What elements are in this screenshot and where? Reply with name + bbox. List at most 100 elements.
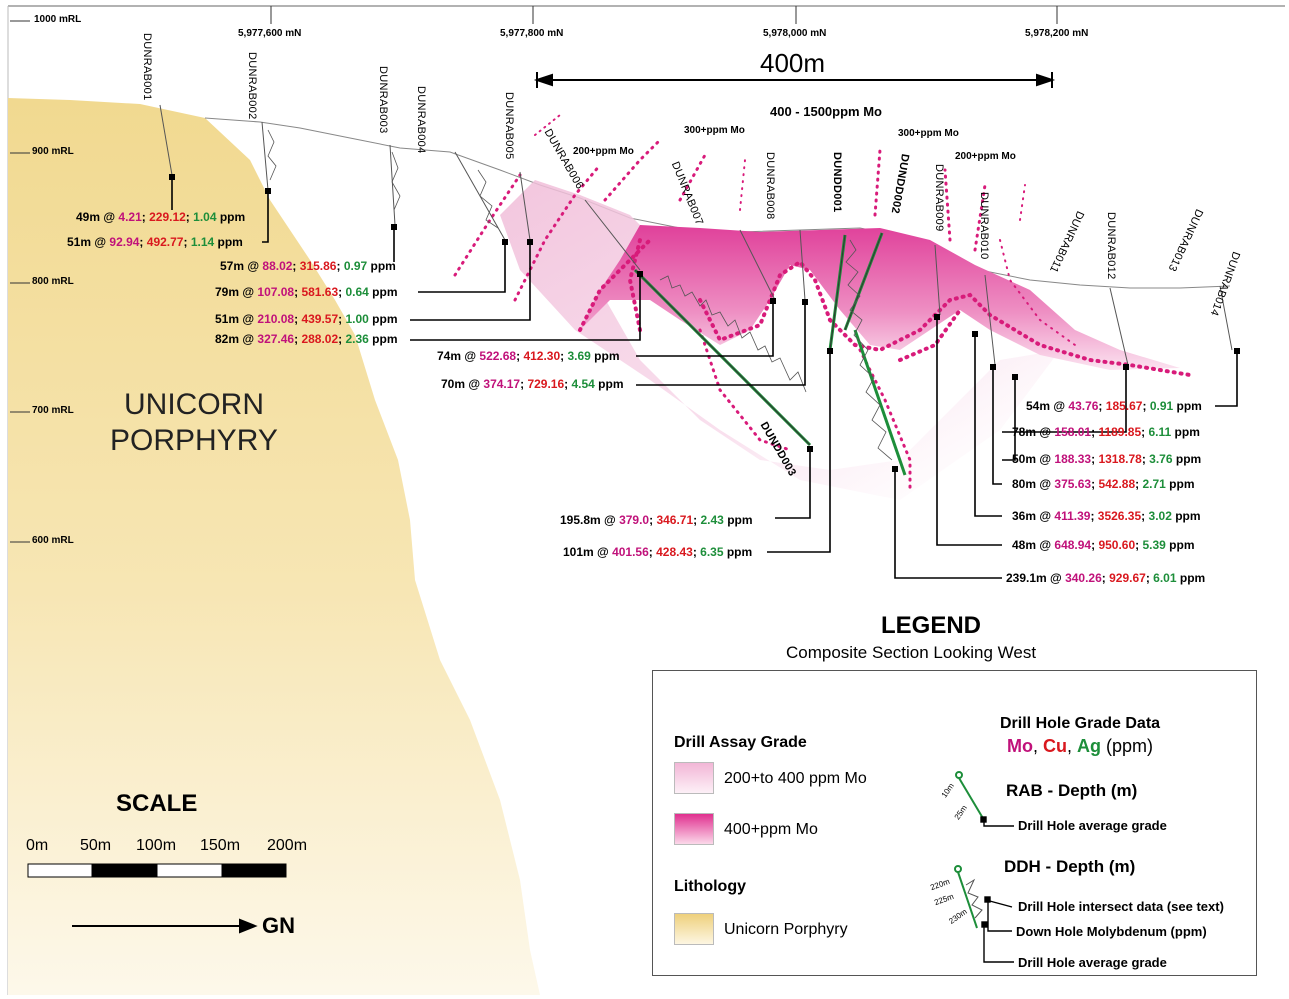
assay-unit: ppm <box>590 349 620 363</box>
assay-unit: ppm <box>594 377 624 391</box>
assay-cu: 412.30 <box>523 349 561 363</box>
assay-cu: 315.86 <box>299 259 337 273</box>
downhole-traces <box>267 129 893 461</box>
legend-box <box>652 670 1257 976</box>
assay-unit: ppm <box>1165 477 1195 491</box>
threshold-label: 200+ppm Mo <box>573 146 634 157</box>
assay-mo: 648.94 <box>1054 538 1092 552</box>
assay-length: 195.8m @ <box>560 513 620 527</box>
assay-mo: 4.21 <box>118 210 142 224</box>
drill-hole-label: DUNRAB009 <box>933 164 945 232</box>
assay-mo: 327.46 <box>257 332 295 346</box>
assay-callout: 74m @ 522.68; 412.30; 3.69 ppm <box>437 349 620 363</box>
assay-mo: 43.76 <box>1068 399 1099 413</box>
northing-label: 5,977,600 mN <box>238 28 302 39</box>
northing-label: 5,977,800 mN <box>500 28 564 39</box>
dd-holes <box>633 232 907 476</box>
drill-hole-label: DUNRAB003 <box>377 66 389 134</box>
scale-bar <box>27 863 287 878</box>
assay-length: 49m @ <box>76 210 119 224</box>
leader-lines <box>171 178 1238 579</box>
assay-ag: 0.64 <box>345 285 369 299</box>
assay-length: 80m @ <box>1012 477 1055 491</box>
legend-subtitle: Composite Section Looking West <box>786 643 1037 662</box>
drill-hole-label: DUNRAB008 <box>764 152 776 220</box>
scale-tick: 200m <box>267 837 308 854</box>
northing-ticks <box>270 6 1058 24</box>
legend-rab-leader <box>980 816 1014 827</box>
assay-unit: ppm <box>723 513 753 527</box>
legend-ddh-avg: Drill Hole average grade <box>1018 955 1167 970</box>
assay-mo: 107.08 <box>257 285 295 299</box>
assay-ag: 6.01 <box>1153 571 1177 585</box>
assay-unit: ppm <box>1165 538 1195 552</box>
leader-ends <box>169 174 1240 472</box>
assay-mo: 210.08 <box>257 312 295 326</box>
assay-cu: 929.67 <box>1109 571 1146 585</box>
legend-grade-ag: Ag <box>1077 736 1102 756</box>
assay-ag: 2.71 <box>1142 477 1166 491</box>
scale-tick: 50m <box>80 837 112 854</box>
assay-mo: 522.68 <box>479 349 517 363</box>
assay-mo: 188.33 <box>1054 452 1092 466</box>
north-arrow <box>72 918 258 934</box>
assay-cu: 428.43 <box>656 545 693 559</box>
range-label: 400 - 1500ppm Mo <box>770 104 882 119</box>
assay-mo: 158.01 <box>1054 425 1092 439</box>
rock-name-line1: UNICORN <box>124 388 264 421</box>
assay-length: 50m @ <box>1012 452 1055 466</box>
legend-rab-icon <box>955 771 985 821</box>
assay-cu: 346.71 <box>656 513 694 527</box>
drill-hole-traces <box>159 104 1233 366</box>
north-label: GN <box>262 913 295 938</box>
assay-mo: 411.39 <box>1054 509 1091 523</box>
threshold-label: 200+ppm Mo <box>955 151 1016 162</box>
assay-unit: ppm <box>216 210 246 224</box>
threshold-label: 300+ppm Mo <box>898 128 959 139</box>
legend-swatch-low <box>674 762 714 794</box>
threshold-label: 300+ppm Mo <box>684 125 745 136</box>
assay-callout: 79m @ 107.08; 581.63; 0.64 ppm <box>215 285 398 299</box>
assay-unit: ppm <box>723 545 753 559</box>
assay-mo: 88.02 <box>262 259 293 273</box>
legend-ddh-heading: DDH - Depth (m) <box>1004 857 1136 876</box>
assay-callout: 195.8m @ 379.0; 346.71; 2.43 ppm <box>560 513 753 527</box>
assay-cu: 581.63 <box>301 285 339 299</box>
assay-mo: 379.0 <box>619 513 650 527</box>
assay-ag: 0.97 <box>343 259 368 273</box>
assay-callout: 57m @ 88.02; 315.86; 0.97 ppm <box>220 259 396 273</box>
400m-bar <box>533 72 1056 88</box>
assay-ag: 1.04 <box>193 210 217 224</box>
assay-ag: 6.11 <box>1148 425 1172 439</box>
assay-unit: ppm <box>1173 399 1202 413</box>
legend-ddh-downhole: Down Hole Molybdenum (ppm) <box>1016 924 1207 939</box>
assay-ag: 3.69 <box>567 349 591 363</box>
legend-title: LEGEND <box>881 612 982 639</box>
legend-grade-unit: (ppm) <box>1101 736 1154 756</box>
rl-label-600: 600 mRL <box>32 535 74 546</box>
assay-unit: ppm <box>1171 509 1201 523</box>
assay-ag: 3.02 <box>1148 509 1172 523</box>
assay-unit: ppm <box>1176 571 1206 585</box>
assay-ag: 6.35 <box>700 545 724 559</box>
assay-callout: 82m @ 327.46; 288.02; 2.36 ppm <box>215 332 398 346</box>
legend-ddh-intersect: Drill Hole intersect data (see text) <box>1018 899 1224 914</box>
scale-400m-label: 400m <box>760 48 826 78</box>
drill-hole-label: DUNRAB002 <box>246 52 258 120</box>
assay-mo: 401.56 <box>612 545 649 559</box>
legend-grade-elements: Mo, Cu, Ag (ppm) <box>1007 736 1154 756</box>
mo-high-zone <box>580 225 1180 370</box>
drill-hole-label: DUNRAB012 <box>1105 212 1117 280</box>
assay-cu: 1318.78 <box>1098 452 1142 466</box>
assay-cu: 229.12 <box>149 210 186 224</box>
assay-cu: 729.16 <box>527 377 565 391</box>
legend-grade-heading: Drill Hole Grade Data <box>1000 715 1161 732</box>
assay-unit: ppm <box>1172 452 1202 466</box>
assay-ag: 5.39 <box>1142 538 1166 552</box>
drill-hole-label: DUNRAB001 <box>141 33 153 101</box>
assay-cu: 185.67 <box>1105 399 1143 413</box>
assay-length: 57m @ <box>220 259 263 273</box>
assay-ag: 2.43 <box>700 513 724 527</box>
assay-callout: 54m @ 43.76; 185.67; 0.91 ppm <box>1026 399 1202 413</box>
assay-callout: 36m @ 411.39; 3526.35; 3.02 ppm <box>1012 509 1201 523</box>
